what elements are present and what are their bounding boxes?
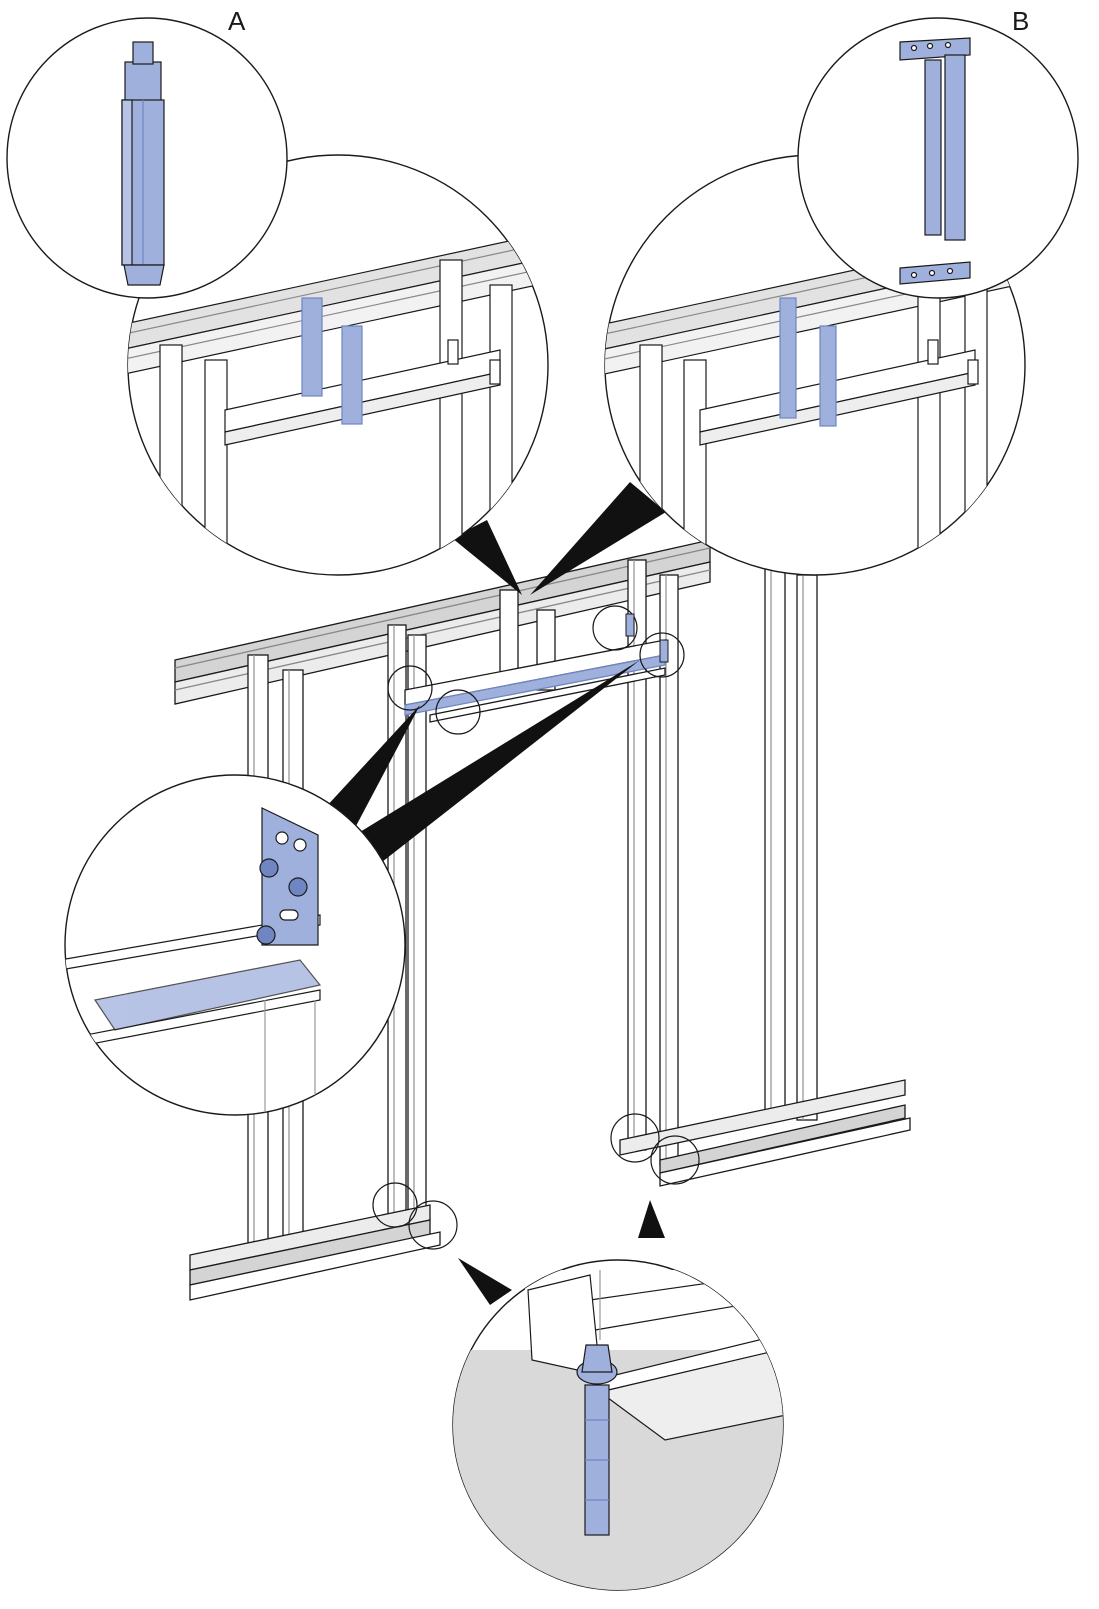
top-rail-lower (174, 561, 711, 705)
detail-label-b: B (1012, 6, 1030, 36)
wedge-top-left (452, 520, 522, 595)
detail-anchor-bolt (452, 1259, 784, 1591)
stud (407, 634, 427, 1226)
detail-a-stud-post (6, 17, 288, 299)
marker-circle (435, 689, 481, 735)
main-wall-frame (174, 539, 911, 1301)
stud (764, 564, 786, 1111)
marker-circle (639, 632, 685, 678)
detail-b-u-bracket (797, 17, 1079, 299)
wedge-top-right (530, 482, 666, 595)
stud (796, 574, 818, 1121)
wedge-mid-lower (360, 660, 640, 862)
detail-angle-bracket (64, 774, 406, 1116)
detail-markers (372, 605, 700, 1250)
marker-circle (372, 1182, 418, 1228)
marker-circle (650, 1135, 700, 1185)
main-frame-brackets (625, 613, 669, 663)
wedge-bottom-right (638, 1200, 665, 1238)
marker-circle (610, 1113, 660, 1163)
u-bracket-icon (819, 325, 837, 427)
stud-post-icon (124, 61, 162, 103)
bottom-rail-right (619, 1079, 906, 1156)
marker-circle (408, 1200, 458, 1250)
wedge-mid-upper (325, 705, 420, 826)
detail-label-a: A (228, 6, 246, 36)
stud-post-icon (301, 297, 323, 397)
u-bracket-icon (779, 297, 797, 419)
marker-circle (592, 605, 638, 651)
pointer-wedges (325, 482, 666, 1305)
stud-post-icon (341, 325, 363, 425)
marker-circle (387, 665, 433, 711)
stud (499, 589, 519, 681)
